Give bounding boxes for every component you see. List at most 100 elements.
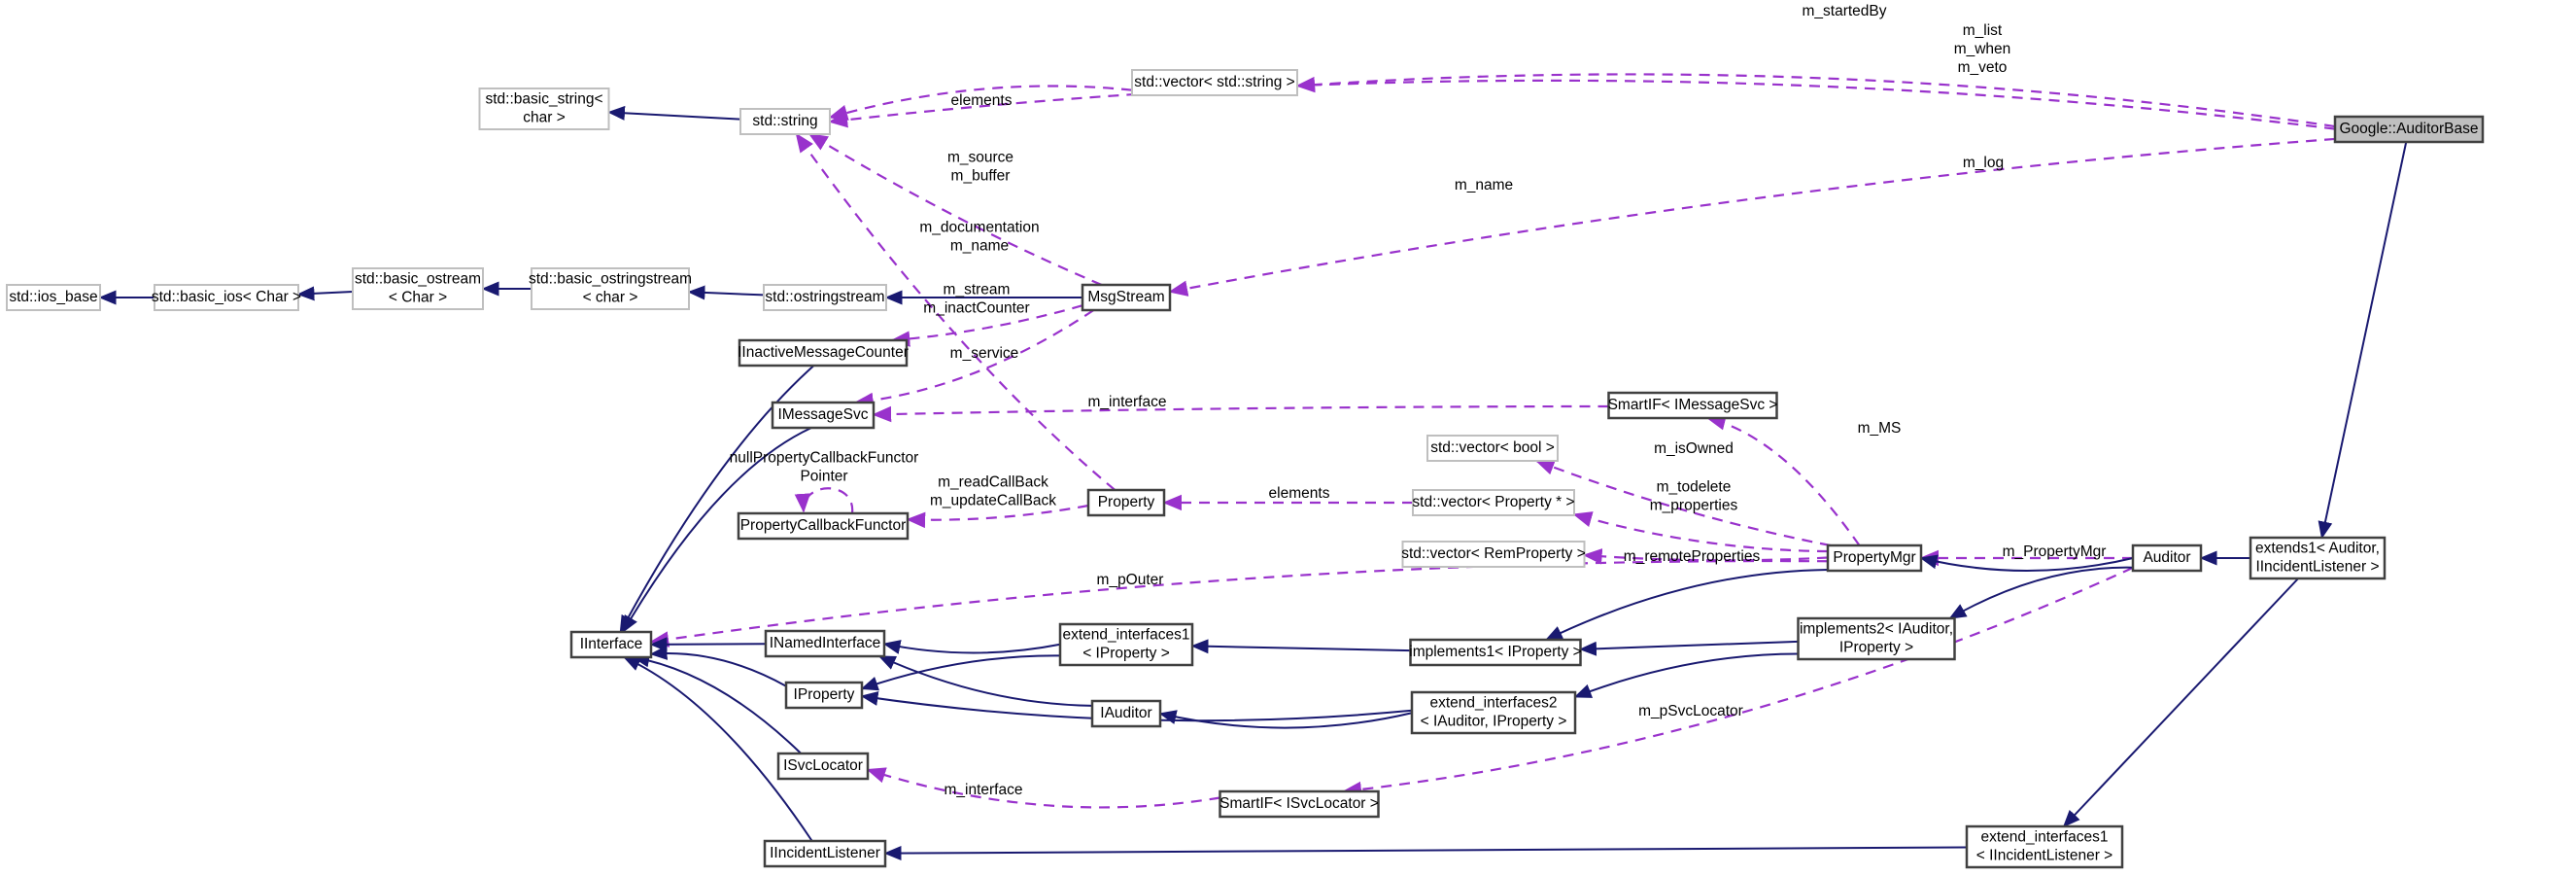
node-label-basic_ios: std::basic_ios< Char > [152, 289, 301, 305]
node-basic_string[interactable]: std::basic_string<char > [478, 88, 610, 130]
node-extend_if2[interactable]: extend_interfaces2< IAuditor, IProperty … [1410, 690, 1577, 735]
node-isvclocator[interactable]: ISvcLocator [776, 752, 870, 781]
node-extend_if1_iproperty[interactable]: extend_interfaces1< IProperty > [1058, 622, 1194, 667]
node-label-smartif_imessagesvc: SmartIF< IMessageSvc > [1608, 397, 1778, 413]
edge-auditorbase-to-vector_string [1295, 73, 2336, 128]
edge-iinactivemsgcounter-to-iinterface [619, 365, 815, 634]
edge-label-lbl_m_log: m_log [1963, 155, 2004, 171]
node-label-vector_string: std::vector< std::string > [1134, 74, 1294, 90]
edge-label-lbl_m_pSvcLocator: m_pSvcLocator [1638, 703, 1743, 719]
edge-inamedinterface-to-iinterface [649, 637, 767, 652]
node-label-iproperty: IProperty [794, 686, 855, 703]
node-basic_ios[interactable]: std::basic_ios< Char > [152, 284, 301, 311]
node-label-inamedinterface: INamedInterface [770, 635, 881, 651]
node-iproperty[interactable]: IProperty [784, 681, 864, 710]
edge-iincidentlistener-to-iinterface [622, 656, 813, 842]
node-label-vector_property: std::vector< Property * > [1412, 494, 1574, 510]
edge-msgstream-to-imessagesvc [853, 309, 1095, 409]
node-vector_string[interactable]: std::vector< std::string > [1131, 69, 1298, 96]
edge-smartif_imessagesvc-to-imessagesvc [872, 404, 1609, 423]
node-label-extend_if1_iproperty: extend_interfaces1< IProperty > [1063, 627, 1190, 662]
node-label-auditor: Auditor [2143, 549, 2190, 566]
node-ostringstream[interactable]: std::ostringstream [763, 284, 887, 311]
edge-propertymgr-to-vector_remproperty [1582, 548, 1829, 565]
node-ios_base[interactable]: std::ios_base [6, 284, 101, 311]
edge-smartif_isvclocator-to-isvclocator [866, 767, 1220, 809]
node-extend_if1_iil[interactable]: extend_interfaces1< IIncidentListener > [1965, 824, 2124, 869]
node-propertymgr[interactable]: PropertyMgr [1826, 543, 1923, 573]
edge-propertymgr-to-vector_property [1572, 511, 1829, 553]
node-label-propertymgr: PropertyMgr [1833, 549, 1915, 566]
node-label-property: Property [1098, 494, 1155, 510]
node-inamedinterface[interactable]: INamedInterface [764, 629, 886, 658]
node-label-iauditor: IAuditor [1100, 705, 1151, 721]
node-implements1[interactable]: implements1< IProperty > [1409, 638, 1582, 667]
node-string[interactable]: std::string [739, 108, 831, 135]
node-basic_ostream[interactable]: std::basic_ostream< Char > [352, 267, 484, 310]
node-vector_bool[interactable]: std::vector< bool > [1426, 435, 1559, 462]
node-smartif_isvclocator[interactable]: SmartIF< ISvcLocator > [1219, 789, 1380, 819]
node-label-ostringstream: std::ostringstream [765, 289, 884, 305]
node-label-implements1: implements1< IProperty > [1409, 644, 1581, 660]
edge-auditor-to-smartif_isvclocator [1342, 566, 2134, 798]
edge-ostringstream-to-basic_ostringstream [687, 285, 765, 300]
node-label-smartif_isvclocator: SmartIF< ISvcLocator > [1219, 795, 1379, 812]
node-label-auditorbase: Google::AuditorBase [2339, 121, 2478, 137]
edge-iauditor-to-inamedinterface [877, 655, 1093, 707]
edge-extend_if1_iproperty-to-inamedinterface [882, 640, 1061, 654]
node-label-string: std::string [752, 113, 817, 129]
edge-auditor-to-propertymgr [1919, 554, 2134, 572]
node-implements2[interactable]: implements2< IAuditor,IProperty > [1797, 616, 1956, 661]
edge-label-lbl_m_interface_1: m_interface [1088, 394, 1167, 410]
node-vector_property[interactable]: std::vector< Property * > [1412, 489, 1575, 516]
edge-extend_if1_iproperty-to-iproperty [860, 654, 1061, 691]
node-vector_remproperty[interactable]: std::vector< RemProperty > [1401, 541, 1586, 568]
node-label-iincidentlistener: IIncidentListener [770, 845, 880, 861]
edge-propertycallback-to-propertycallback [794, 487, 854, 514]
node-property[interactable]: Property [1086, 488, 1166, 517]
node-auditor[interactable]: Auditor [2131, 543, 2203, 573]
edge-label-lbl_m_remoteProperties: m_remoteProperties [1624, 548, 1761, 565]
node-label-iinterface: IInterface [580, 636, 643, 652]
node-label-extends1_auditor: extends1< Auditor,IIncidentListener > [2255, 541, 2380, 576]
node-label-basic_string: std::basic_string<char > [485, 91, 602, 126]
edge-label-lbl_m_name: m_name [1455, 177, 1513, 193]
node-iinactivemsgcounter[interactable]: IInactiveMessageCounter [738, 338, 909, 368]
edge-propertymgr-to-vector_bool [1534, 459, 1832, 547]
edge-label-lbl_m_service: m_service [950, 345, 1019, 362]
node-msgstream[interactable]: MsgStream [1081, 283, 1172, 312]
node-label-isvclocator: ISvcLocator [783, 757, 863, 774]
node-extends1_auditor[interactable]: extends1< Auditor,IIncidentListener > [2249, 536, 2387, 580]
node-iauditor[interactable]: IAuditor [1090, 699, 1162, 728]
edge-label-lbl_elements_prop: elements [1269, 485, 1330, 502]
edge-isvclocator-to-iinterface [632, 652, 803, 754]
node-auditorbase[interactable]: Google::AuditorBase [2333, 115, 2485, 144]
node-propertycallback[interactable]: PropertyCallbackFunctor [737, 511, 910, 541]
edge-propertymgr-to-smartif_imessagesvc [1705, 414, 1861, 546]
edge-property-to-string [795, 132, 1116, 491]
edge-basic_ostream-to-basic_ios [296, 286, 354, 301]
node-smartif_imessagesvc[interactable]: SmartIF< IMessageSvc > [1607, 391, 1778, 420]
edge-auditor-to-implements2 [1948, 566, 2134, 619]
edge-property-to-propertycallback [906, 504, 1089, 529]
edge-label-lbl_elements_top: elements [951, 92, 1013, 109]
edge-propertymgr-to-implements1 [1544, 568, 1829, 641]
node-iincidentlistener[interactable]: IIncidentListener [763, 839, 887, 868]
edge-label-lbl_m_isOwned: m_isOwned [1654, 440, 1734, 457]
node-label-imessagesvc: IMessageSvc [777, 406, 868, 423]
edge-vector_string-to-string [828, 85, 1133, 121]
node-basic_ostringstream[interactable]: std::basic_ostringstream< char > [529, 267, 692, 310]
edge-string-to-basic_string [607, 105, 741, 121]
node-imessagesvc[interactable]: IMessageSvc [771, 401, 876, 430]
edge-label-lbl_m_PropertyMgr: m_PropertyMgr [2003, 543, 2107, 560]
edge-auditorbase-to-msgstream [1168, 137, 2336, 297]
edge-extends1_auditor-to-extend_if1_iil [2062, 578, 2299, 828]
edge-label-lbl_m_interface_2: m_interface [945, 782, 1023, 798]
node-iinterface[interactable]: IInterface [569, 630, 653, 659]
